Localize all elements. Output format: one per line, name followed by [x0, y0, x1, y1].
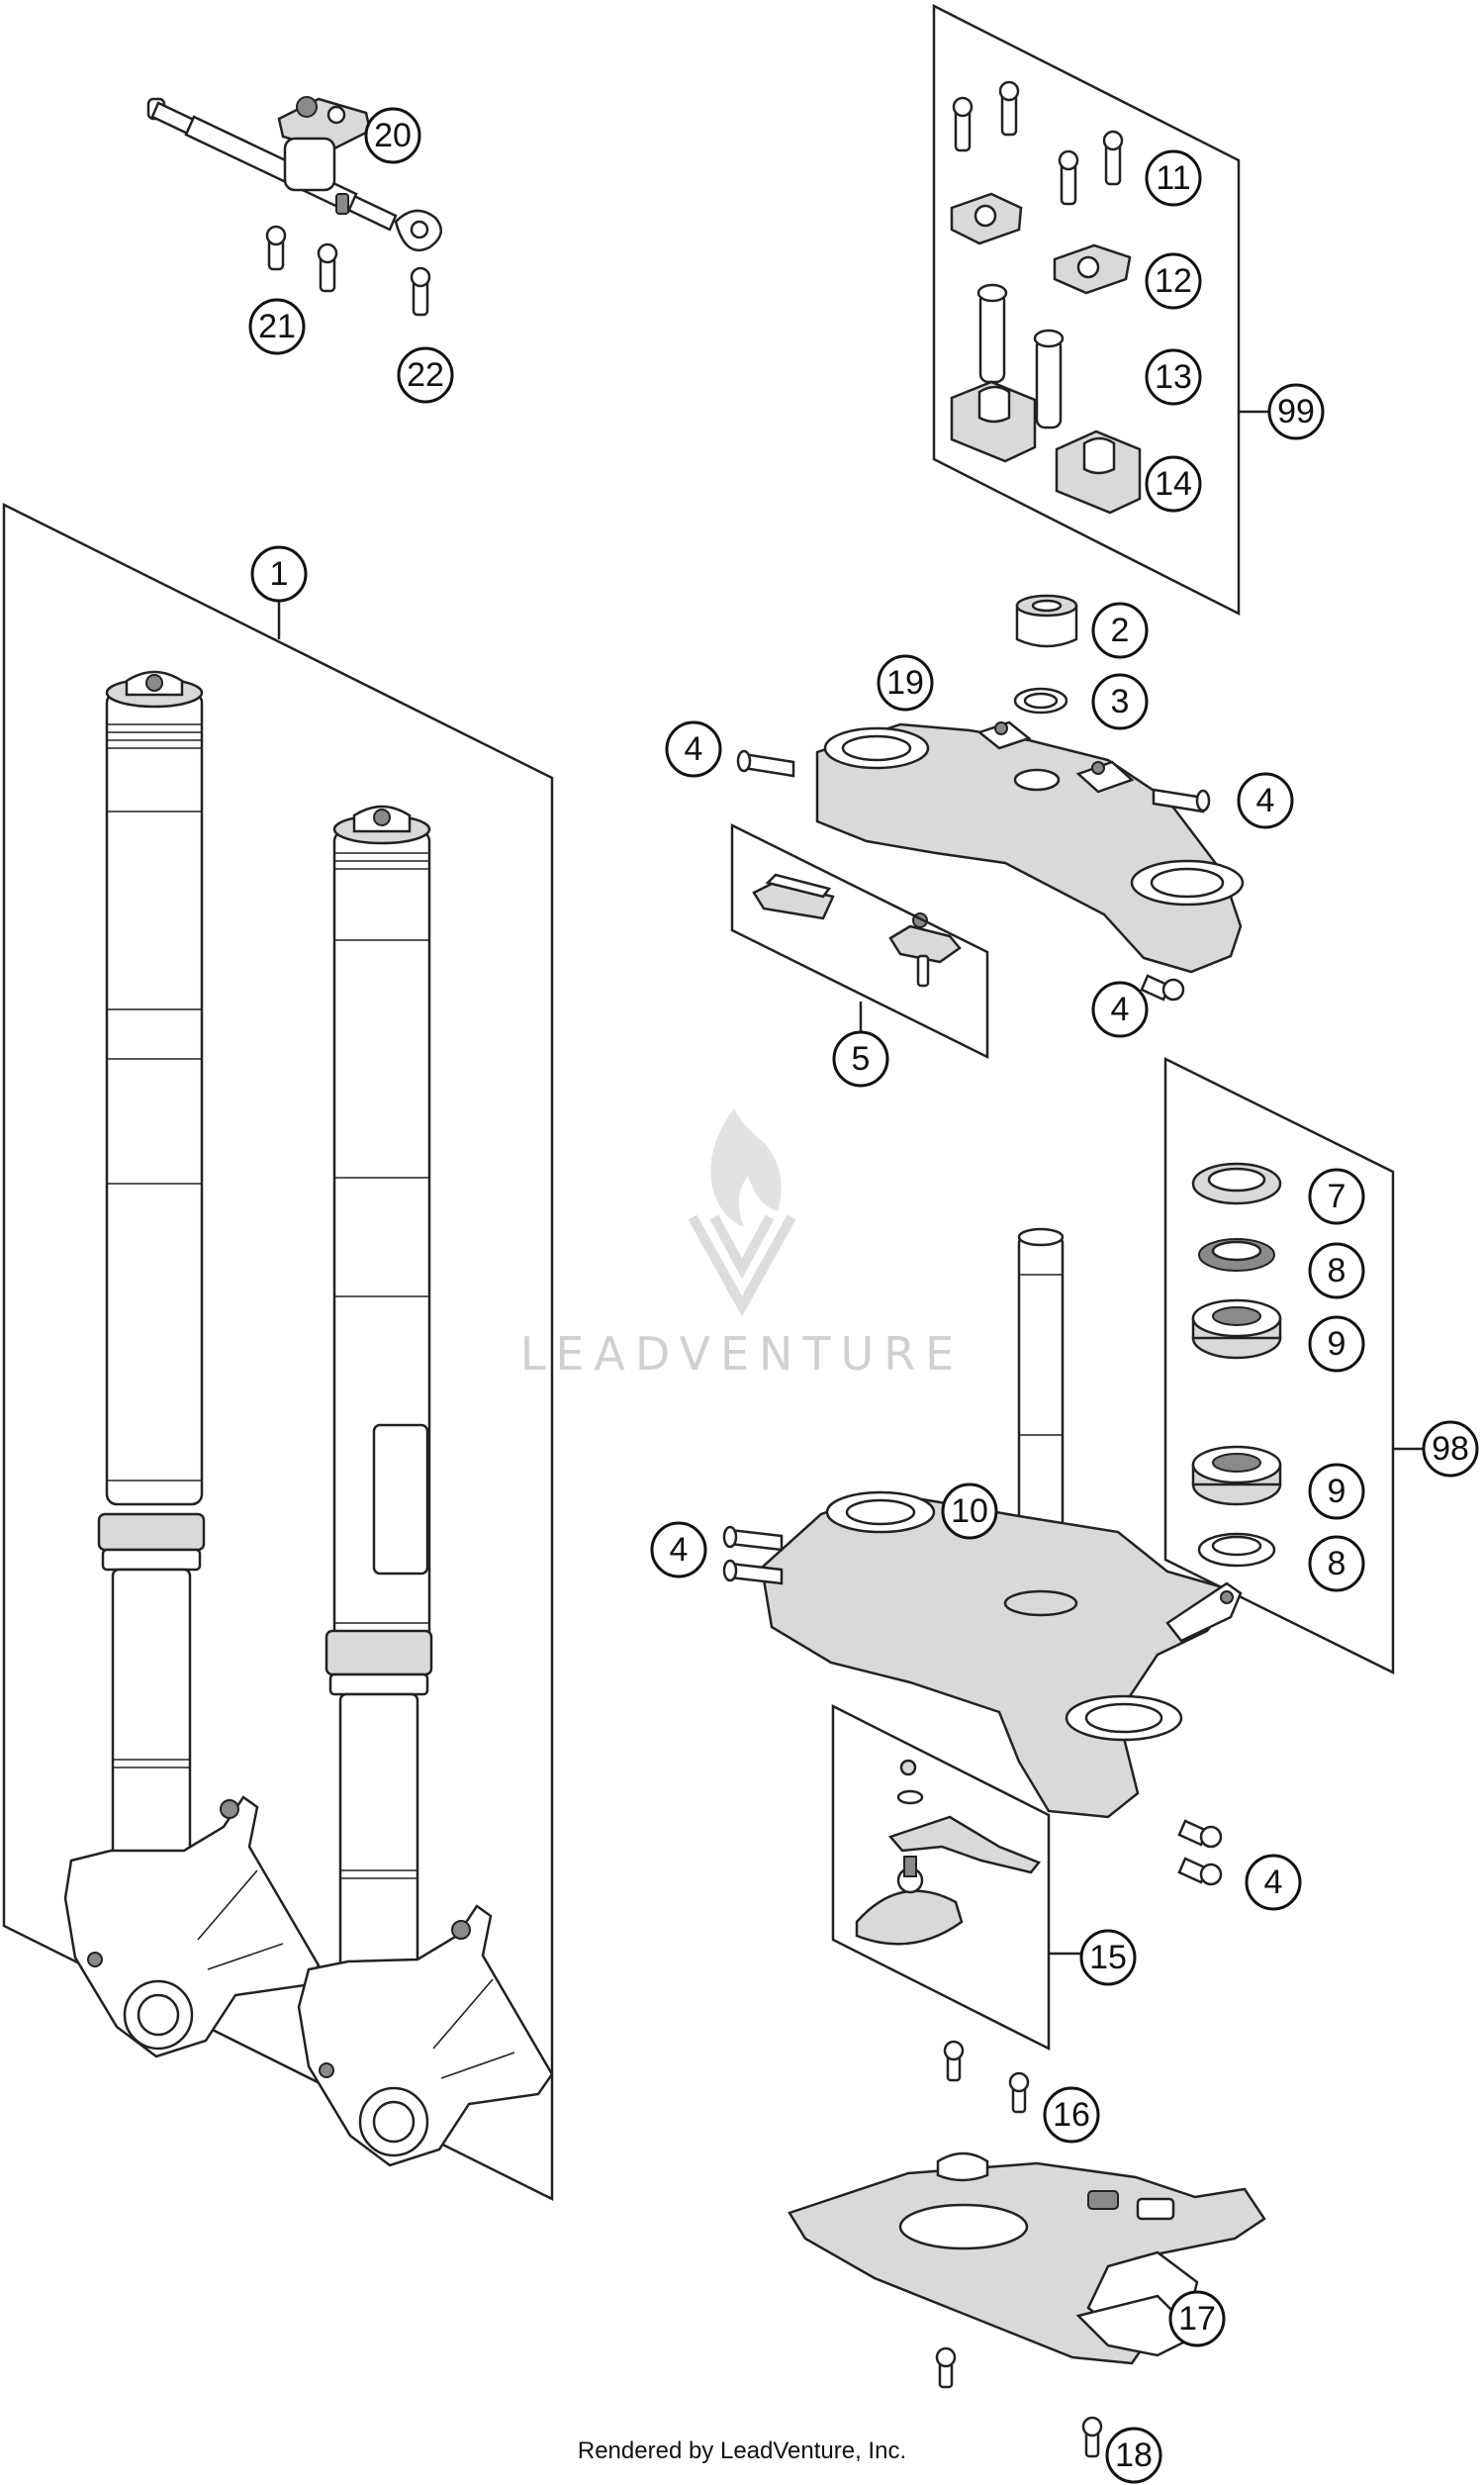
part-14-handlebar-risers	[950, 380, 1142, 515]
svg-text:99: 99	[1277, 393, 1315, 430]
part-1-fork-leg-right	[297, 805, 554, 2167]
part-19-upper-triple-clamp	[815, 720, 1245, 974]
part-8-seal-ring-lower	[1197, 1532, 1276, 1568]
callout-16: 16	[1043, 2086, 1100, 2144]
svg-text:12: 12	[1155, 262, 1192, 300]
svg-text:17: 17	[1178, 2300, 1216, 2338]
part-12-clamp-caps	[950, 192, 1132, 295]
kit-panel-98	[1163, 1056, 1395, 1675]
svg-text:14: 14	[1155, 465, 1192, 503]
callout-5: 5	[832, 1030, 889, 1088]
part-16-bolts	[943, 2040, 1030, 2114]
fork-panel-1	[2, 502, 554, 2202]
watermark-text: LEADVENTURE	[520, 1327, 965, 1381]
parts-21-22-damper-bolts	[265, 225, 431, 317]
svg-text:8: 8	[1328, 1252, 1346, 1290]
svg-text:98: 98	[1432, 1430, 1469, 1468]
kit-panel-5	[730, 822, 989, 1060]
svg-text:4: 4	[670, 1531, 689, 1569]
svg-text:9: 9	[1328, 1325, 1346, 1363]
callout-9: 9	[1308, 1315, 1365, 1373]
svg-text:4: 4	[1264, 1864, 1283, 1901]
part-1-fork-leg-left	[63, 670, 321, 2058]
callout-11: 11	[1145, 149, 1202, 207]
watermark-flame-icon	[710, 1108, 782, 1227]
callout-10: 10	[941, 1482, 998, 1540]
svg-text:18: 18	[1115, 2437, 1153, 2474]
svg-text:3: 3	[1111, 683, 1130, 720]
part-9-bearing-upper	[1191, 1298, 1282, 1360]
part-18-bolts	[935, 2346, 1103, 2458]
part-20-steering-damper	[146, 96, 442, 252]
watermark-v-icon	[688, 1214, 796, 1317]
callout-14: 14	[1145, 455, 1202, 513]
callout-7: 7	[1308, 1168, 1365, 1225]
part-3-washer	[1013, 687, 1068, 715]
svg-text:11: 11	[1156, 159, 1190, 197]
watermark: LEADVENTURE	[520, 1108, 965, 1381]
part-2-nut	[1015, 594, 1078, 648]
callout-20: 20	[364, 107, 421, 164]
callout-22: 22	[397, 346, 454, 404]
svg-text:16: 16	[1053, 2096, 1090, 2134]
callout-12: 12	[1145, 252, 1202, 310]
svg-text:20: 20	[374, 117, 412, 154]
svg-text:10: 10	[951, 1492, 988, 1530]
part-9-bearing-lower	[1191, 1445, 1282, 1506]
callout-4: 4	[1245, 1854, 1302, 1911]
svg-text:22: 22	[407, 356, 444, 394]
callout-21: 21	[248, 298, 306, 355]
part-17-guard-plate	[788, 2151, 1266, 2365]
callout-8: 8	[1308, 1242, 1365, 1299]
kit-panel-15	[831, 1703, 1051, 2052]
callout-8: 8	[1308, 1535, 1365, 1592]
svg-text:2: 2	[1111, 612, 1130, 649]
svg-text:8: 8	[1328, 1545, 1346, 1582]
part-8-seal-ring-upper	[1198, 1238, 1275, 1272]
part-7-dust-seal	[1191, 1162, 1282, 1205]
svg-text:4: 4	[1256, 782, 1275, 819]
part-10-lower-triple-clamp	[760, 1227, 1243, 1819]
svg-text:19: 19	[886, 664, 924, 702]
callout-1: 1	[250, 545, 308, 603]
callout-99: 99	[1267, 383, 1325, 440]
callout-13: 13	[1145, 348, 1202, 406]
svg-text:21: 21	[258, 308, 296, 345]
svg-text:1: 1	[270, 555, 289, 593]
callout-19: 19	[877, 654, 934, 712]
callout-18: 18	[1105, 2427, 1162, 2484]
callout-4: 4	[665, 720, 722, 778]
callout-4: 4	[1091, 981, 1149, 1038]
kit-panel-99	[932, 3, 1241, 617]
part-13-long-bolts	[976, 283, 1065, 430]
callout-9: 9	[1308, 1463, 1365, 1520]
svg-text:9: 9	[1328, 1473, 1346, 1510]
callout-3: 3	[1091, 673, 1149, 730]
part-5-cable-guides	[752, 873, 962, 988]
part-4-lower-clamp-bolts-right	[1177, 1819, 1223, 1886]
svg-text:7: 7	[1328, 1178, 1346, 1215]
part-15-steering-stop-kit	[855, 1759, 1042, 1946]
svg-text:15: 15	[1089, 1939, 1127, 1976]
svg-text:4: 4	[1111, 991, 1130, 1028]
credit-line: Rendered by LeadVenture, Inc.	[578, 2437, 906, 2464]
callout-2: 2	[1091, 602, 1149, 659]
svg-text:13: 13	[1155, 358, 1192, 396]
callout-4: 4	[1237, 772, 1294, 829]
callout-15: 15	[1079, 1929, 1137, 1986]
callout-98: 98	[1422, 1420, 1479, 1478]
part-11-bolts	[952, 80, 1124, 206]
part-4-upper-clamp-bolts	[736, 749, 1211, 1002]
part-4-lower-clamp-bolts-left	[722, 1525, 784, 1585]
svg-text:4: 4	[685, 730, 703, 768]
callout-4: 4	[650, 1521, 707, 1578]
callout-17: 17	[1168, 2290, 1226, 2347]
svg-text:5: 5	[852, 1040, 871, 1078]
